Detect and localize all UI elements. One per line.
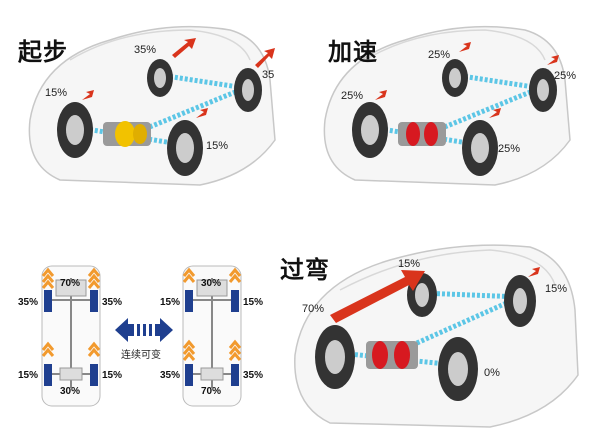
wheel-icon xyxy=(44,290,52,312)
bidirectional-arrow-icon xyxy=(115,318,173,342)
torque-arrow-icon xyxy=(459,42,471,52)
wheel-icon xyxy=(231,364,239,386)
wheel-icon xyxy=(185,364,193,386)
pct-corner-front-right: 0% xyxy=(484,367,500,379)
dl-low-right: 15% xyxy=(102,370,123,381)
car-corner-illustration xyxy=(294,244,579,428)
chevron-up-icon xyxy=(41,267,101,357)
chassis-diagram-left xyxy=(41,265,101,407)
torque-arrow-icon xyxy=(528,267,540,277)
wheel-icon xyxy=(90,364,98,386)
torque-split-diagrams xyxy=(41,265,242,407)
torque-arrow-icon xyxy=(196,108,208,118)
title-accelerate: 加速 xyxy=(328,38,378,66)
dr-mid-left: 15% xyxy=(160,297,181,308)
car-accelerate-illustration xyxy=(323,25,571,186)
torque-arrow-icon xyxy=(255,48,275,68)
pct-corner-rear-right: 15% xyxy=(545,283,568,295)
chevron-up-icon xyxy=(182,267,242,361)
chassis-diagram-right xyxy=(182,265,242,407)
car-start-illustration xyxy=(28,25,276,186)
panel-accelerate xyxy=(295,0,590,200)
torque-arrow-icon xyxy=(82,90,94,100)
title-start: 起步 xyxy=(18,38,68,66)
dl-low-left: 15% xyxy=(18,370,39,381)
yellow-coupling xyxy=(115,121,135,147)
title-corner: 过弯 xyxy=(280,256,330,284)
pct-acc-rear-left: 25% xyxy=(428,49,451,61)
pct-start-front-left: 15% xyxy=(45,87,68,99)
pct-acc-rear-right: 25% xyxy=(554,70,577,82)
dr-top: 30% xyxy=(201,278,222,289)
pct-start-front-right: 15% xyxy=(206,140,229,152)
panel-corner xyxy=(280,215,590,446)
pct-start-rear-right: 35 xyxy=(262,69,275,81)
dr-low-left: 35% xyxy=(160,370,181,381)
dr-low-right: 35% xyxy=(243,370,264,381)
dl-top: 70% xyxy=(60,278,81,289)
pct-corner-rear-left: 15% xyxy=(398,258,421,270)
dl-mid-right: 35% xyxy=(102,297,123,308)
center-label: 连续可变 xyxy=(121,350,161,361)
red-coupling xyxy=(406,122,420,146)
dl-mid-left: 35% xyxy=(18,297,39,308)
pct-start-rear-left: 35% xyxy=(134,44,157,56)
red-coupling xyxy=(372,341,388,369)
torque-arrow-icon xyxy=(489,108,501,118)
pct-acc-front-left: 25% xyxy=(341,90,364,102)
torque-arrow-icon xyxy=(375,90,387,100)
panel-start xyxy=(0,0,295,200)
wheel-icon xyxy=(90,290,98,312)
dr-bottom: 70% xyxy=(201,386,222,397)
pct-acc-front-right: 25% xyxy=(498,143,521,155)
dl-bottom: 30% xyxy=(60,386,81,397)
wheel-icon xyxy=(231,290,239,312)
torque-arrow-icon xyxy=(172,38,196,58)
dr-mid-right: 15% xyxy=(243,297,264,308)
wheel-icon xyxy=(185,290,193,312)
torque-arrow-icon xyxy=(330,270,425,323)
drive-unit xyxy=(398,122,446,146)
wheel-icon xyxy=(44,364,52,386)
pct-corner-front-left: 70% xyxy=(302,303,325,315)
torque-arrow-icon xyxy=(547,55,559,65)
